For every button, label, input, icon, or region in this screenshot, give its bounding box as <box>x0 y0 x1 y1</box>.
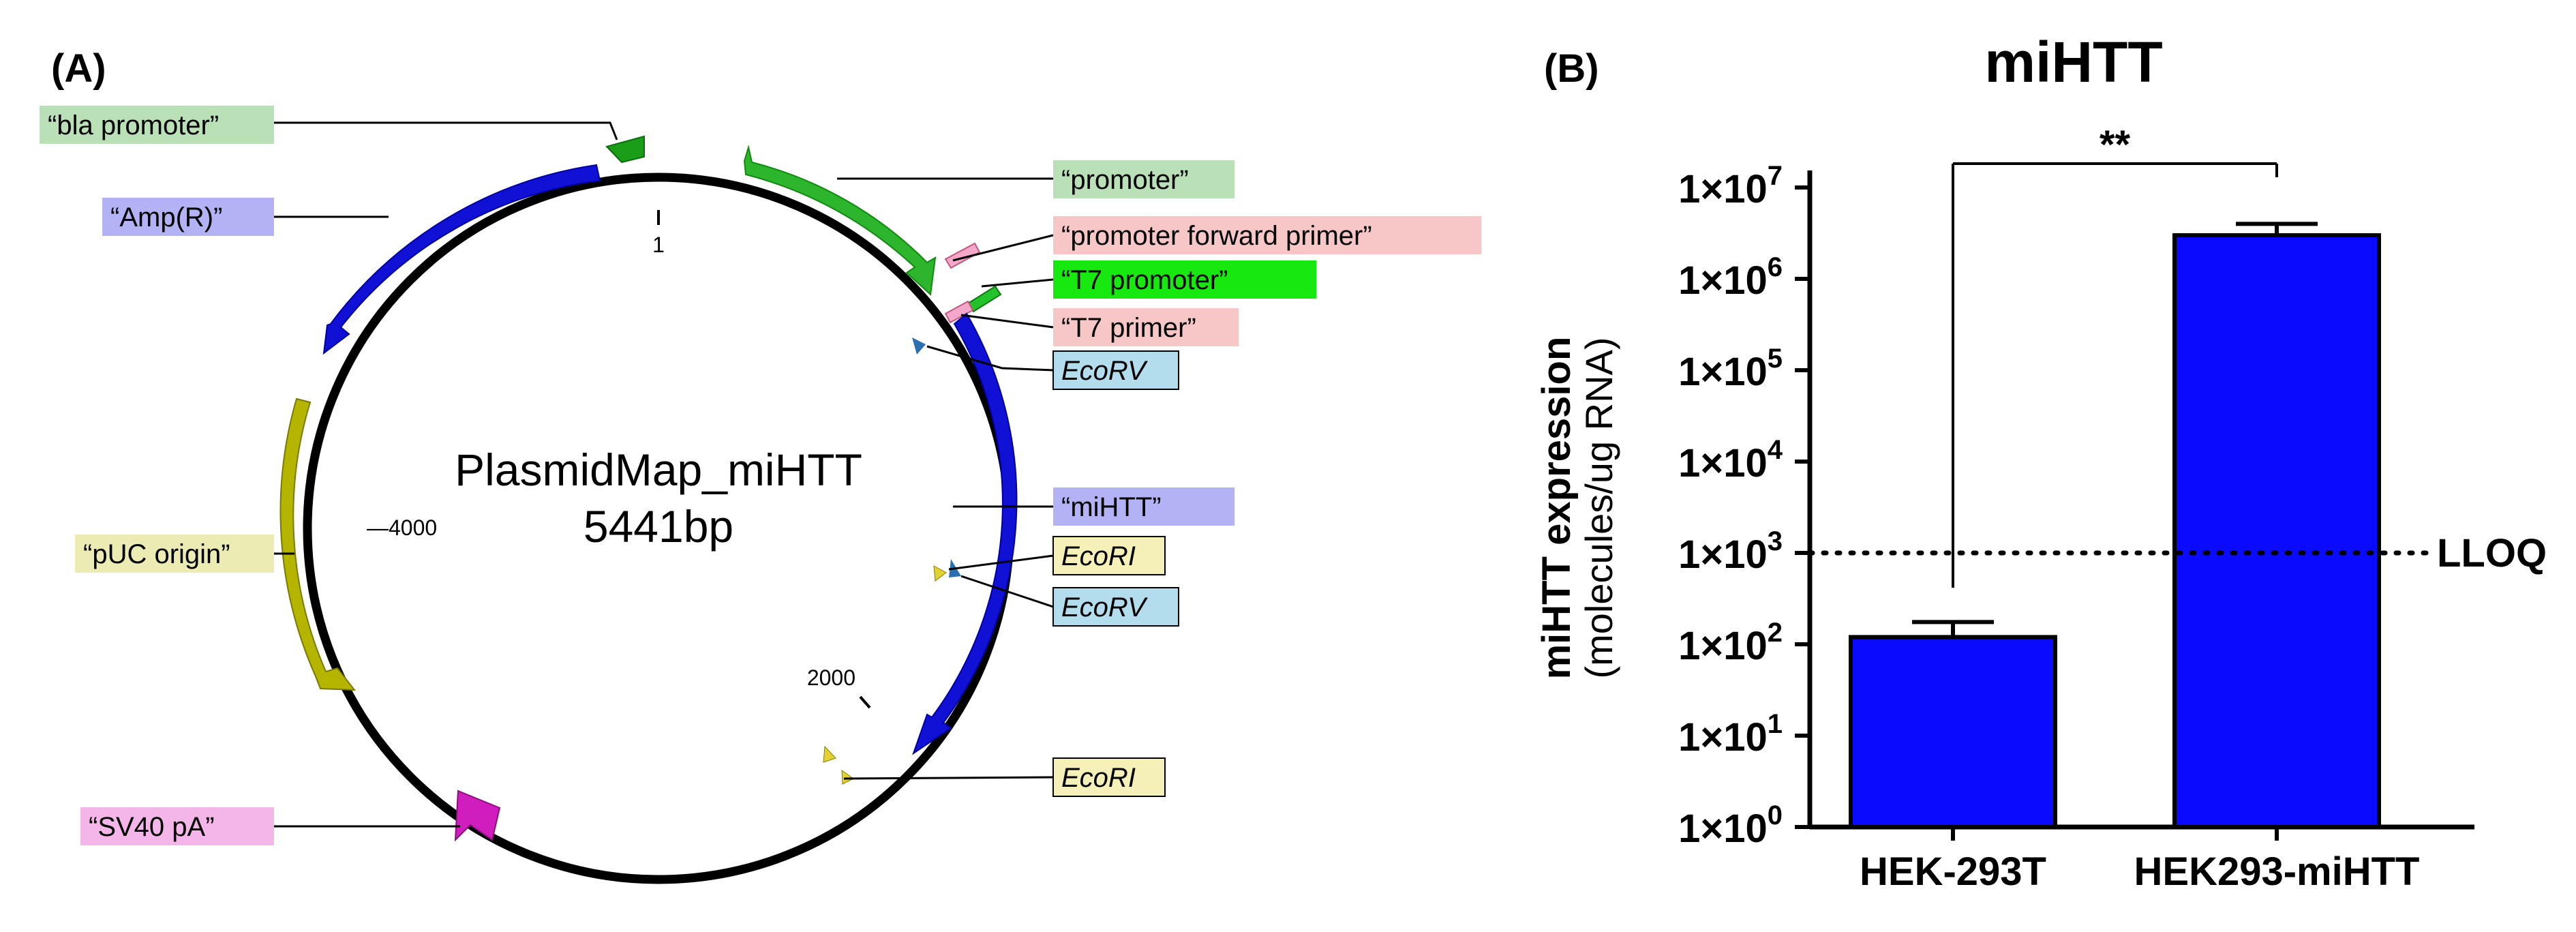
svg-text:EcoRI: EcoRI <box>1061 541 1136 571</box>
svg-text:EcoRV: EcoRV <box>1061 592 1148 622</box>
svg-text:“SV40 pA”: “SV40 pA” <box>89 812 215 842</box>
feature-label-amp-r: “Amp(R)” <box>102 198 274 236</box>
svg-text:“miHTT”: “miHTT” <box>1061 492 1162 522</box>
site-marker-ecori-1 <box>933 565 947 582</box>
y-tick-label: 1×103 <box>1678 526 1783 577</box>
y-tick-label: 1×107 <box>1678 161 1783 211</box>
svg-text:“Amp(R)”: “Amp(R)” <box>110 202 222 232</box>
y-tick-label: 1×105 <box>1678 344 1783 394</box>
feature-label-t7-primer: “T7 primer” <box>1053 308 1239 346</box>
feature-label-promoter: “promoter” <box>1053 160 1234 198</box>
bar <box>1849 635 2057 829</box>
y-tick-label: 1×101 <box>1678 709 1783 760</box>
feature-label-ecori-2: EcoRI <box>1052 757 1166 797</box>
feature-arrow-bla-promoter <box>605 135 645 164</box>
feature-arrow-sv40-pa <box>454 790 501 842</box>
feature-label-ecorv-2: EcoRV <box>1052 587 1179 627</box>
y-axis-ticks: 1×100 1×101 1×102 1×103 1×104 1×105 1×106 1×107 <box>1678 161 1810 851</box>
svg-text:EcoRI: EcoRI <box>1061 763 1136 793</box>
y-tick-label: 1×100 <box>1678 800 1783 851</box>
leader-lines <box>274 121 1054 828</box>
panel-a-label: (A) <box>51 46 106 91</box>
plot-area <box>1807 170 2474 830</box>
panel-a: (A) 1 2000 —4000 PlasmidMap_miHTT 5441bp <box>40 46 1481 884</box>
svg-text:“promoter”: “promoter” <box>1061 165 1189 195</box>
feature-label-promoter-forward-primer: “promoter forward primer” <box>1053 216 1481 254</box>
significance-label: ** <box>2100 123 2131 167</box>
svg-text:“promoter forward primer”: “promoter forward primer” <box>1061 221 1372 251</box>
svg-text:“bla promoter”: “bla promoter” <box>48 110 219 140</box>
tick-label-4000: —4000 <box>367 515 437 540</box>
tick-label-1: 1 <box>652 232 665 257</box>
svg-text:“T7 promoter”: “T7 promoter” <box>1061 265 1228 295</box>
lloq-label: LLOQ <box>2437 531 2547 575</box>
plasmid-map-title: PlasmidMap_miHTT <box>455 445 862 495</box>
tick-label-2000: 2000 <box>807 665 855 690</box>
feature-label-ecorv-1: EcoRV <box>1052 350 1179 390</box>
chart-title: miHTT <box>1984 30 2162 94</box>
feature-marker-promoter-forward-primer <box>944 242 981 269</box>
feature-marker-t7-primer <box>944 300 974 324</box>
plasmid-map-size: 5441bp <box>584 501 733 552</box>
feature-label-bla-promoter: “bla promoter” <box>40 106 274 144</box>
x-tick-label: HEK293-miHTT <box>2134 850 2420 894</box>
svg-text:“pUC origin”: “pUC origin” <box>83 539 230 569</box>
tick-mark-2000 <box>859 695 871 709</box>
y-tick-label: 1×102 <box>1678 618 1783 668</box>
feature-arrow-mihtt <box>912 312 1018 755</box>
chart-annotations: LLOQ ** <box>1807 123 2547 588</box>
y-tick-label: 1×106 <box>1678 252 1783 303</box>
feature-arrow-puc-origin <box>279 397 357 691</box>
feature-label-mihtt: “miHTT” <box>1053 487 1234 526</box>
panel-b: (B) miHTT miHTT expression (molecules/ug… <box>1534 30 2547 894</box>
panel-b-label: (B) <box>1544 46 1599 91</box>
bar <box>2172 233 2381 830</box>
feature-marker-t7-promoter <box>967 285 1002 313</box>
x-tick-label: HEK-293T <box>1860 850 2046 894</box>
x-axis-labels: HEK-293T HEK293-miHTT <box>1860 827 2419 894</box>
feature-arrow-promoter <box>743 145 937 297</box>
site-marker-ecori-2b <box>841 769 854 785</box>
feature-arrow-amp-r <box>322 164 601 355</box>
feature-label-ecori-1: EcoRI <box>1052 536 1166 575</box>
svg-text:“T7 primer”: “T7 primer” <box>1061 313 1196 343</box>
feature-label-t7-promoter: “T7 promoter” <box>1053 260 1316 299</box>
svg-text:EcoRV: EcoRV <box>1061 356 1148 386</box>
site-marker-ecori-2 <box>823 745 836 763</box>
site-marker-ecorv-1 <box>912 337 926 355</box>
feature-label-puc-origin: “pUC origin” <box>75 535 274 573</box>
y-axis-subtitle: (molecules/ug RNA) <box>1577 337 1620 678</box>
feature-label-sv40-pa: “SV40 pA” <box>80 807 274 845</box>
y-axis-title: miHTT expression <box>1534 337 1579 680</box>
y-tick-label: 1×104 <box>1678 435 1783 485</box>
